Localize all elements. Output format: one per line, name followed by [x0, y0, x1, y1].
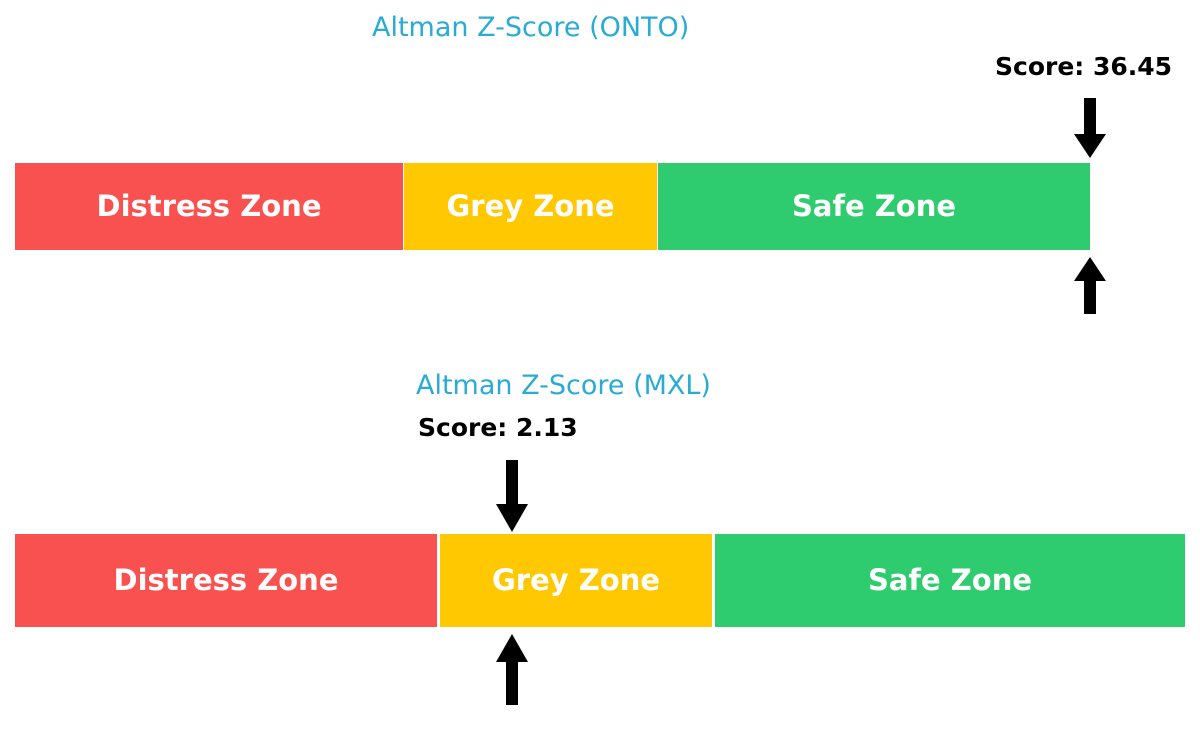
zone-label-safe-onto: Safe Zone: [791, 189, 957, 223]
zone-grey-onto: Grey Zone: [404, 163, 657, 250]
arrow-up-glyph: [1074, 257, 1106, 314]
zone-label-safe-mxl: Safe Zone: [867, 563, 1033, 597]
score-label-mxl: Score: 2.13: [418, 413, 578, 442]
arrow-down-glyph: [1074, 98, 1106, 158]
score-marker-arrow-up-onto: [1068, 257, 1112, 315]
score-label-onto: Score: 36.45: [995, 52, 1173, 81]
score-marker-arrow-down-mxl: [490, 460, 534, 534]
zone-label-distress-onto: Distress Zone: [96, 189, 322, 223]
zone-bar-onto: Distress Zone Grey Zone Safe Zone: [0, 163, 1200, 250]
zone-grey-mxl: Grey Zone: [440, 534, 712, 627]
arrow-down-glyph: [496, 460, 528, 532]
chart-title-mxl: Altman Z-Score (MXL): [416, 370, 711, 401]
score-marker-arrow-up-mxl: [490, 634, 534, 706]
zone-safe-onto: Safe Zone: [658, 163, 1090, 250]
zone-distress-onto: Distress Zone: [15, 163, 403, 250]
zone-bar-mxl: Distress Zone Grey Zone Safe Zone: [0, 534, 1200, 627]
zone-label-distress-mxl: Distress Zone: [113, 563, 339, 597]
chart-panel-onto: Altman Z-Score (ONTO) Score: 36.45 Distr…: [0, 0, 1200, 340]
arrow-up-glyph: [496, 634, 528, 705]
chart-panel-mxl: Altman Z-Score (MXL) Score: 2.13 Distres…: [0, 360, 1200, 743]
chart-title-onto: Altman Z-Score (ONTO): [372, 12, 690, 43]
score-marker-arrow-down-onto: [1068, 98, 1112, 160]
zone-distress-mxl: Distress Zone: [15, 534, 437, 627]
zone-label-grey-onto: Grey Zone: [446, 189, 615, 223]
zone-safe-mxl: Safe Zone: [715, 534, 1185, 627]
zone-label-grey-mxl: Grey Zone: [491, 563, 661, 597]
